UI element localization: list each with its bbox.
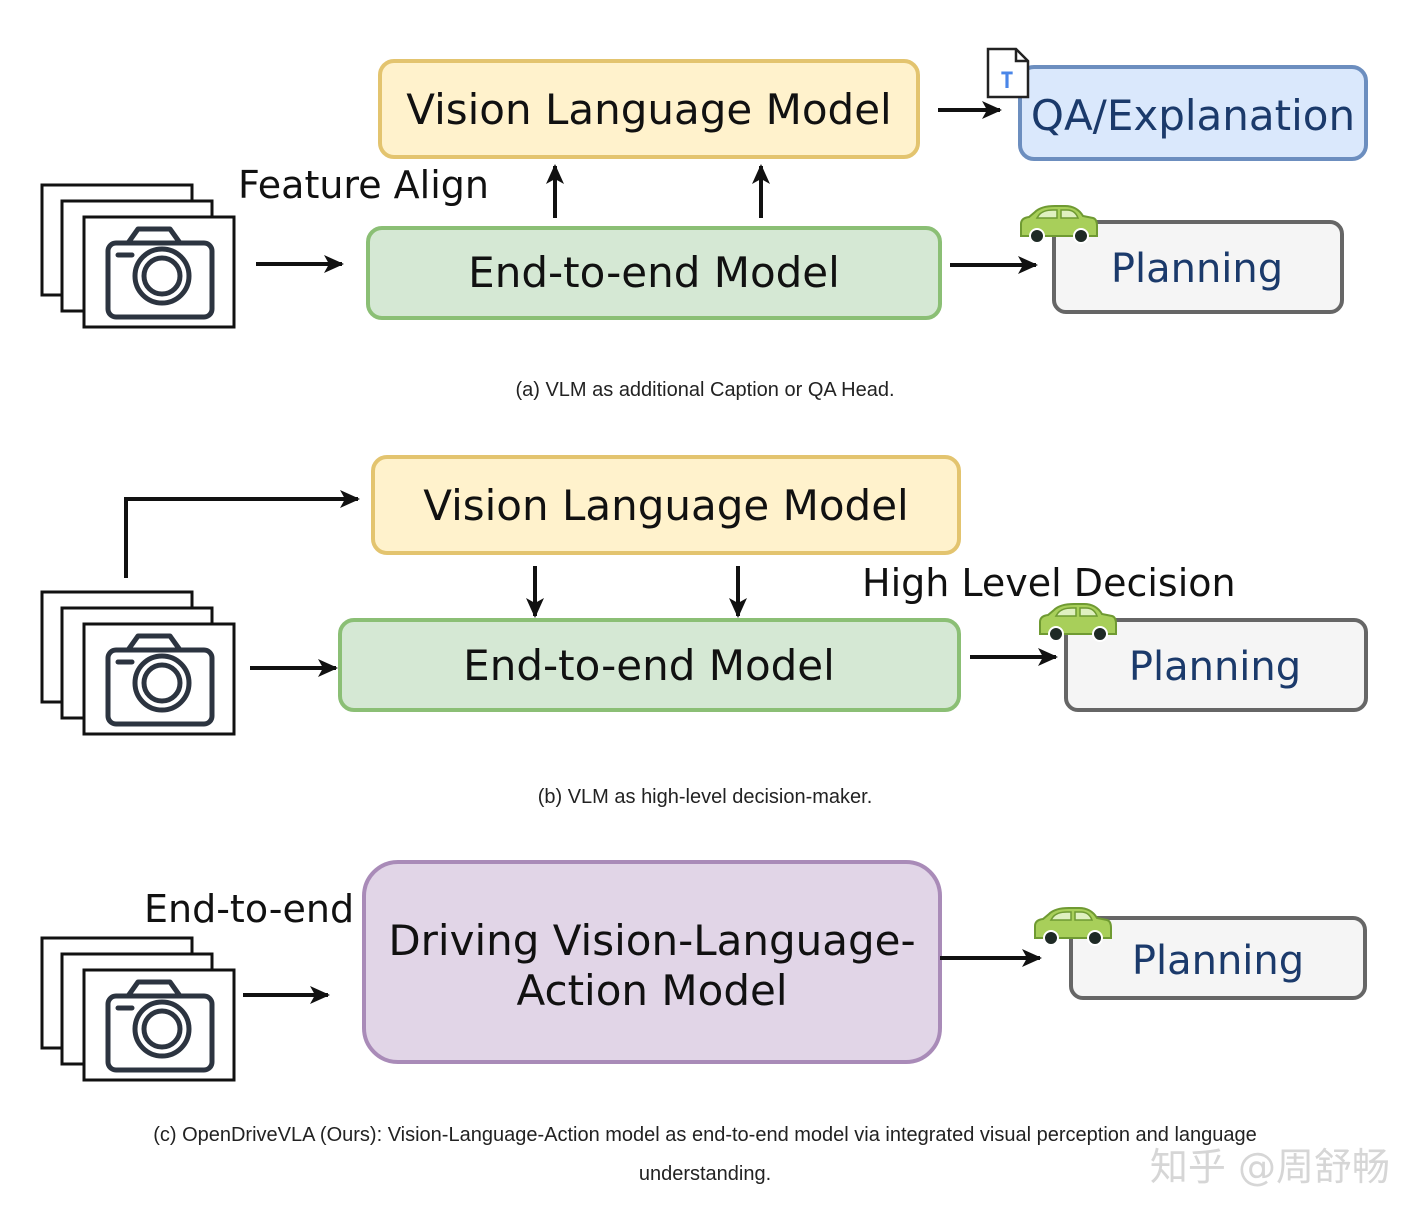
planning-label: Planning: [1111, 246, 1283, 292]
vlm-label: Vision Language Model: [406, 85, 891, 134]
panel-b: Vision Language Model End-to-end Model H…: [42, 455, 1368, 808]
caption-c-line1: (c) OpenDriveVLA (Ours): Vision-Language…: [153, 1124, 1257, 1146]
planning-label: Planning: [1132, 938, 1304, 984]
planning-label: Planning: [1129, 644, 1301, 690]
e2e-label: End-to-end Model: [468, 248, 840, 297]
planning-box: [1069, 916, 1367, 1000]
e2e-label: End-to-end Model: [463, 641, 835, 690]
qa-box: [1018, 65, 1368, 161]
e2e-box: [338, 618, 961, 712]
camera-to-vlm-arrow: [124, 490, 360, 578]
vlm-box: [378, 59, 920, 159]
panel-c: End-to-end Driving Vision-Language- Acti…: [42, 860, 1367, 1185]
dvla-label-line2: Action Model: [517, 966, 788, 1015]
high-level-decision-label: High Level Decision: [862, 561, 1236, 605]
document-icon-letter: T: [1000, 69, 1013, 94]
dvla-box: [362, 860, 942, 1064]
feature-align-label: Feature Align: [238, 163, 489, 207]
caption-a: (a) VLM as additional Caption or QA Head…: [515, 379, 894, 401]
camera-stack-icon: [42, 185, 234, 327]
watermark: 知乎 @周舒畅: [1150, 1145, 1390, 1189]
camera-stack-icon: [42, 592, 234, 734]
vlm-label: Vision Language Model: [423, 481, 908, 530]
planning-box: [1064, 618, 1368, 712]
dvla-label-line1: Driving Vision-Language-: [388, 916, 915, 965]
vlm-box: [371, 455, 961, 555]
document-icon: T: [986, 47, 1030, 99]
qa-label: QA/Explanation: [1031, 91, 1355, 140]
caption-c-line2: understanding.: [639, 1163, 771, 1185]
panel-a: Vision Language Model Feature Align End-…: [42, 47, 1368, 401]
camera-stack-icon: [42, 938, 234, 1080]
end-to-end-label: End-to-end: [144, 887, 354, 931]
caption-b: (b) VLM as high-level decision-maker.: [538, 786, 873, 808]
planning-box: [1052, 220, 1344, 314]
e2e-box: [366, 226, 942, 320]
